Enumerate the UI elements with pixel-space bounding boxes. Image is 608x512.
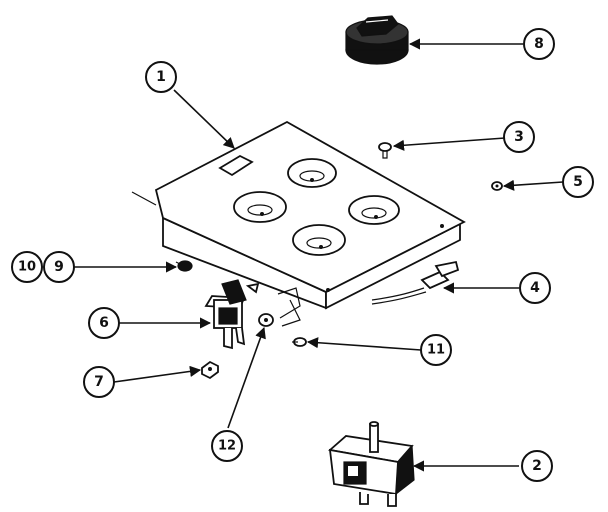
infinite-switch-part <box>327 421 415 507</box>
callout-7-label: 7 <box>94 374 104 390</box>
callout-11: 11 <box>420 334 452 366</box>
knob-part <box>345 15 409 65</box>
callout-3: 3 <box>503 121 535 153</box>
switch-part <box>204 279 260 350</box>
callout-8-label: 8 <box>534 36 544 52</box>
callout-5: 5 <box>562 166 594 198</box>
callout-9: 9 <box>43 251 75 283</box>
callout-7: 7 <box>83 366 115 398</box>
callout-6-label: 6 <box>99 315 109 331</box>
callout-1: 1 <box>145 61 177 93</box>
callout-2: 2 <box>521 450 553 482</box>
callout-12-label: 12 <box>218 439 236 454</box>
callout-6: 6 <box>88 307 120 339</box>
screw-3 <box>378 142 392 159</box>
callout-4: 4 <box>519 272 551 304</box>
callout-10: 10 <box>11 251 43 283</box>
nut-7 <box>201 360 219 380</box>
screw-9 <box>175 260 193 272</box>
wire-harness-part <box>371 260 460 305</box>
callout-3-label: 3 <box>514 129 524 145</box>
callout-10-label: 10 <box>18 260 36 275</box>
callout-11-label: 11 <box>427 343 445 358</box>
leader-lines <box>74 38 564 472</box>
callout-12: 12 <box>211 430 243 462</box>
callout-9-label: 9 <box>54 259 64 275</box>
cooktop-panel-part <box>131 120 466 327</box>
burner-holes <box>233 158 400 256</box>
nut-12 <box>258 313 274 327</box>
callout-2-label: 2 <box>532 458 542 474</box>
nut-5 <box>491 181 503 191</box>
callout-8: 8 <box>523 28 555 60</box>
screw-11 <box>292 337 307 347</box>
callout-4-label: 4 <box>530 280 540 296</box>
callout-5-label: 5 <box>573 174 583 190</box>
callout-1-label: 1 <box>156 69 166 85</box>
